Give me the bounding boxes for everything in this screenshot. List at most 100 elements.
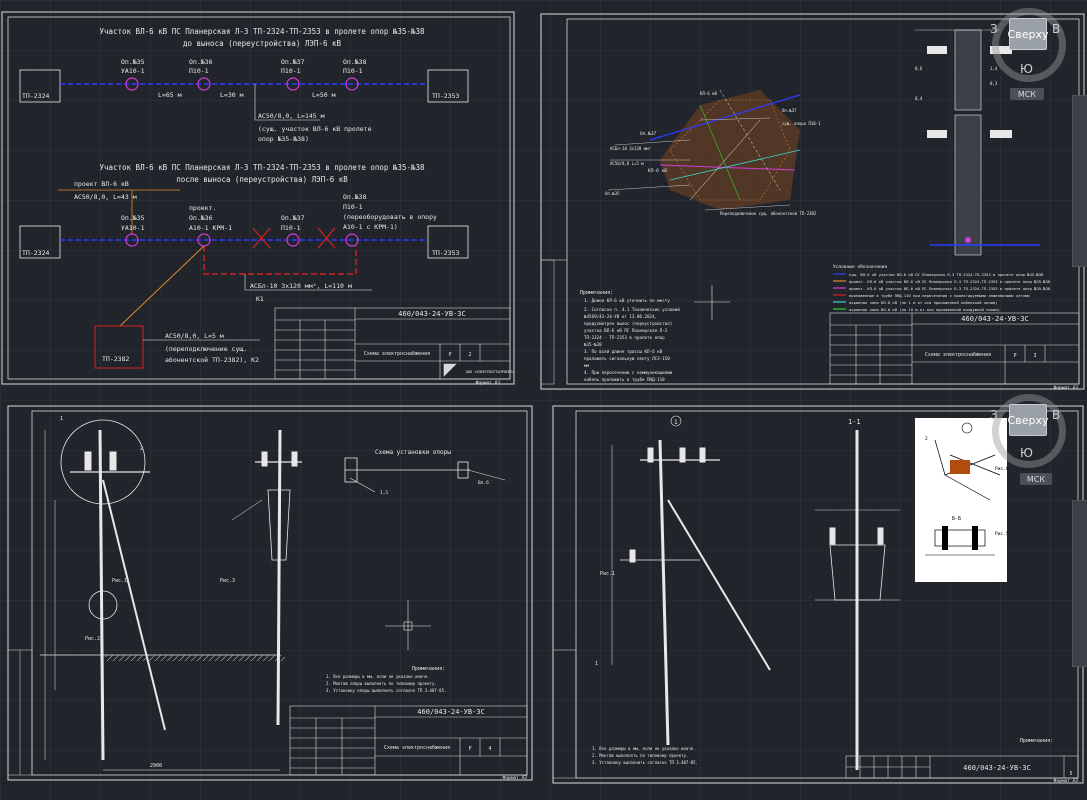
tr-stamp-sheet: Схема электроснабжения — [925, 351, 991, 358]
tl-pole35-num: Оп.№35 — [121, 58, 145, 66]
tl-stamp-stage: Р — [448, 352, 451, 358]
svg-text:участка ВЛ-6 кВ ПС Планерская: участка ВЛ-6 кВ ПС Планерская Л-3 — [584, 328, 668, 333]
sheet-top-right[interactable]: АСБл-10 3х120 мм² АС50/8,0 L=5 м Оп.№35 … — [540, 13, 1085, 391]
tl-pole36-type: П10-1 — [189, 67, 209, 75]
tl-tp-left-2: ТП-2324 — [22, 249, 49, 257]
svg-text:2. Монтаж опоры выполнять по т: 2. Монтаж опоры выполнять по типовому пр… — [326, 681, 437, 686]
tl-wire-before: АС50/8,0, L=145 м — [258, 112, 325, 120]
svg-text:мм: мм — [584, 363, 590, 368]
ucs-menu-button-2[interactable]: МСК — [1020, 473, 1052, 485]
bl-notes-title: Примечания: — [412, 666, 445, 672]
tr-site-plan: АСБл-10 3х120 мм² АС50/8,0 L=5 м Оп.№35 … — [605, 89, 821, 320]
tl-span2: L=30 м — [220, 91, 244, 99]
tl-span3: L=50 м — [312, 91, 336, 99]
svg-text:1. Все размеры в мм, если не у: 1. Все размеры в мм, если не указано ина… — [326, 674, 430, 679]
bl-stamp-list: 4 — [488, 746, 491, 752]
bl-notes: 1. Все размеры в мм, если не указано ина… — [326, 674, 446, 693]
tl-apole35-type: УА10-1 — [121, 224, 145, 232]
tr-notes-title: Примечания: — [580, 290, 613, 296]
svg-text:1. Все размеры в мм, если не у: 1. Все размеры в мм, если не указано ина… — [592, 746, 696, 751]
tl-reequip2: А10-1 с КРМ-1) — [343, 223, 398, 231]
br-stamp-format: Формат А3 — [1054, 778, 1079, 784]
br-pole-section — [815, 430, 900, 770]
tr-stamp-list: 3 — [1033, 353, 1036, 359]
side-panel-tab-top[interactable] — [1072, 95, 1087, 267]
bl-stamp-sheet: Схема электроснабжения — [384, 744, 450, 751]
svg-text:КЛ-6 кВ: КЛ-6 кВ — [700, 91, 717, 96]
svg-text:0,3: 0,3 — [990, 81, 998, 86]
tl-title1: Участок ВЛ-6 кВ ПС Планерская Л-3 ТП-232… — [99, 27, 425, 36]
svg-text:Рис.1: Рис.1 — [600, 571, 615, 577]
tl-title1b: до выноса (переустройства) ЛЭП-6 кВ — [183, 39, 342, 48]
tl-apole35-num: Оп.№35 — [121, 214, 145, 222]
br-detail-label: Б-Б — [952, 516, 961, 522]
viewcube-ring-2[interactable] — [992, 394, 1066, 468]
viewcube-bottom[interactable]: Сверху З В Ю МСК — [990, 392, 1070, 497]
viewcube-east[interactable]: В — [1052, 22, 1061, 36]
tr-label-cable: КЛ-6 кВ — [648, 168, 667, 174]
svg-text:1: 1 — [60, 416, 63, 422]
svg-text:проект. КЛ-6 кВ участка ВЛ-6 к: проект. КЛ-6 кВ участка ВЛ-6 кВ ПС Плане… — [849, 279, 1051, 284]
tl-stamp-code: 460/043-24-УВ-ЗС — [398, 310, 465, 318]
tl-apole37-type: П10-1 — [281, 224, 301, 232]
tl-title-block — [274, 307, 511, 380]
svg-text:1: 1 — [595, 661, 598, 667]
viewcube-top[interactable]: Сверху З В Ю МСК — [990, 6, 1070, 111]
bl-scheme: 1,5 Вл.6 — [344, 457, 506, 496]
tl-cable-tag: К1 — [256, 295, 264, 303]
tl-stamp-org: ООО «ЭЛЕКТРОСЕТЬПРОЕКТ» — [466, 370, 514, 374]
viewcube-ring[interactable] — [992, 8, 1066, 82]
viewcube-face-top-2[interactable]: Сверху — [1008, 404, 1048, 436]
tl-tp-right-1: ТП-2353 — [432, 92, 459, 100]
svg-text:АС50/8,0 L=5 м: АС50/8,0 L=5 м — [610, 161, 644, 166]
svg-text:охранная зона КЛ-6 кВ (по 1 м: охранная зона КЛ-6 кВ (по 1 м от оси про… — [849, 300, 998, 305]
svg-text:4. При пересечении с коммуника: 4. При пересечении с коммуникациями — [584, 370, 673, 375]
tl-title2b: после выноса (переустройства) ЛЭП-6 кВ — [176, 175, 348, 184]
svg-text:Рис.2: Рис.2 — [85, 636, 100, 642]
svg-text:2. Согласно п. 4.1 Технических: 2. Согласно п. 4.1 Технических условий — [584, 307, 680, 312]
svg-text:кабель проложить в трубе ПНД-1: кабель проложить в трубе ПНД-110 — [584, 377, 665, 382]
viewcube-west-2[interactable]: З — [990, 408, 998, 422]
svg-text:Рис.1: Рис.1 — [112, 578, 127, 584]
svg-text:АСБл-10 3х120 мм²: АСБл-10 3х120 мм² — [610, 146, 651, 151]
br-notes: 1. Все размеры в мм, если не указано ина… — [592, 746, 698, 765]
tr-stamp-code: 460/043-24-УВ-ЗС — [961, 315, 1028, 323]
sheet-bottom-right[interactable]: 1 1-1 1 Рис.1 — [552, 405, 1084, 784]
viewcube-face-top[interactable]: Сверху — [1008, 18, 1048, 50]
tr-label-pole: Оп.№37 — [640, 131, 657, 137]
tr-legend: сущ. ВЛ-6 кВ участок ВЛ-6 кВ ПС Планерск… — [833, 272, 1051, 312]
svg-text:3. Установку выполнить согласн: 3. Установку выполнить согласно ТП 3.407… — [592, 760, 698, 765]
svg-text:1,5: 1,5 — [380, 490, 388, 496]
br-section-label: 1-1 — [848, 418, 861, 426]
svg-text:Вл.6: Вл.6 — [478, 480, 489, 486]
svg-text:проложить сигнальную ленту ЛСЭ: проложить сигнальную ленту ЛСЭ-150 — [584, 356, 670, 361]
br-title-block — [845, 755, 1079, 779]
viewcube-west[interactable]: З — [990, 22, 998, 36]
svg-text:№35-№38: №35-№38 — [584, 342, 602, 347]
viewcube-south-2[interactable]: Ю — [1020, 446, 1033, 460]
sheet-top-left[interactable]: Участок ВЛ-6 кВ ПС Планерская Л-3 ТП-232… — [1, 11, 515, 386]
tr-stamp-stage: Р — [1013, 353, 1016, 359]
viewcube-south[interactable]: Ю — [1020, 62, 1033, 76]
sheet-bottom-left[interactable]: 1 2 Рис.1 Рис.2 2900 Рис.3 Схема установ… — [7, 405, 533, 781]
viewcube-east-2[interactable]: В — [1052, 408, 1061, 422]
tl-apole36-num: Оп.№36 — [189, 214, 213, 222]
ucs-menu-button[interactable]: МСК — [1010, 88, 1044, 100]
side-panel-tab-bottom[interactable] — [1072, 500, 1087, 667]
tl-project-wire: АС50/8,0, L=43 м — [74, 193, 137, 201]
svg-text:3. Установку опоры выполнить с: 3. Установку опоры выполнить согласно ТП… — [326, 688, 446, 693]
tl-pole38-num: Оп.№38 — [343, 58, 367, 66]
svg-text:охранная зона ВЛ-6 кВ (по 10 м: охранная зона ВЛ-6 кВ (по 10 м от оси пр… — [849, 307, 1000, 312]
br-detail-panel: 2 Рис.8 Рис.5 — [915, 418, 1009, 582]
bl-cursor-mark — [385, 600, 431, 650]
svg-text:Оп.№35: Оп.№35 — [605, 191, 620, 196]
bl-stamp-code: 460/043-24-УВ-ЗС — [417, 708, 484, 716]
tl-tp-left-1: ТП-2324 — [22, 92, 49, 100]
br-callout: 1 — [674, 419, 678, 426]
tl-tp-right-2: ТП-2353 — [432, 249, 459, 257]
svg-text:Рис.3: Рис.3 — [220, 578, 235, 584]
svg-text:1,4: 1,4 — [990, 66, 998, 71]
tr-pole-profile: 0,6 0,4 1,4 0,3 — [915, 29, 1040, 256]
tl-span1: L=65 м — [158, 91, 182, 99]
